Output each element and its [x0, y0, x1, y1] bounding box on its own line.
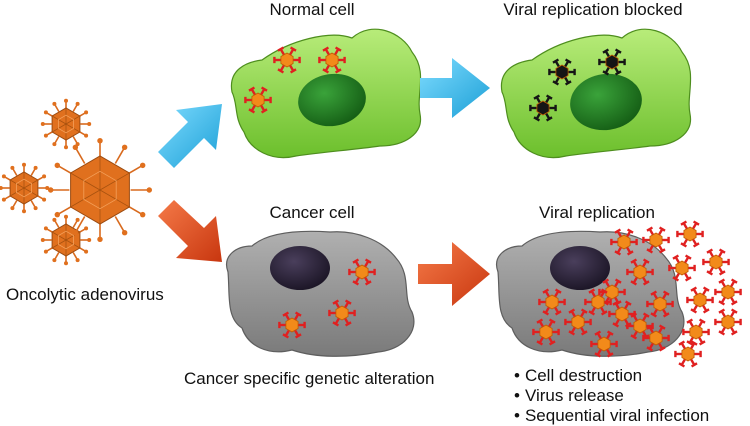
virus-particle	[702, 248, 730, 276]
virus-particle	[714, 308, 742, 336]
label-normal-cell: Normal cell	[269, 0, 355, 19]
virus-particle	[538, 288, 566, 316]
virus-particle	[682, 318, 710, 346]
virus-particle	[348, 258, 376, 286]
cancer-cell-shape	[226, 230, 415, 357]
arrow-to-cancer-cell	[158, 200, 222, 262]
blocked-cell-nucleus	[570, 73, 642, 131]
adenovirus-particle	[0, 162, 50, 214]
virus-particle	[584, 288, 612, 316]
outcome-item: Sequential viral infection	[514, 406, 709, 426]
label-viral-replication-blocked: Viral replication blocked	[503, 0, 683, 19]
label-cancer-genetic-alteration: Cancer specific genetic alteration	[184, 369, 435, 388]
virus-particle	[668, 254, 696, 282]
virus-particles	[244, 46, 742, 368]
label-cancer-cell: Cancer cell	[269, 203, 355, 222]
virus-particle	[244, 86, 272, 114]
virus-particle	[328, 299, 356, 327]
blocked-virus-particle	[548, 58, 576, 86]
outcome-item: Virus release	[514, 386, 709, 406]
label-oncolytic-adenovirus: Oncolytic adenovirus	[6, 285, 164, 304]
normal-cell-nucleus	[298, 73, 366, 127]
virus-particle	[646, 290, 674, 318]
outcome-item: Cell destruction	[514, 366, 709, 386]
replicating-cell-nucleus	[550, 246, 610, 290]
virus-particle	[642, 226, 670, 254]
virus-particle	[532, 318, 560, 346]
label-viral-replication: Viral replication	[539, 203, 655, 222]
outcome-list: Cell destruction Virus release Sequentia…	[514, 366, 709, 426]
adenovirus-cluster	[0, 98, 153, 266]
virus-particle	[626, 258, 654, 286]
virus-particle	[273, 46, 301, 74]
virus-particle	[626, 312, 654, 340]
virus-particle	[610, 228, 638, 256]
arrow-normal-to-blocked	[420, 58, 490, 118]
virus-particle	[318, 46, 346, 74]
adenovirus-particle-large	[47, 137, 153, 243]
virus-particle	[674, 340, 702, 368]
arrow-to-normal-cell	[158, 104, 222, 168]
virus-particle	[676, 220, 704, 248]
adenovirus-particle	[40, 214, 92, 266]
blocked-virus-particle	[598, 48, 626, 76]
virus-particle	[686, 286, 714, 314]
virus-particle	[564, 308, 592, 336]
cancer-cell-nucleus	[270, 246, 330, 290]
adenovirus-particle	[40, 98, 92, 150]
virus-particle	[278, 311, 306, 339]
virus-particle	[714, 278, 742, 306]
virus-particle	[590, 330, 618, 358]
blocked-virus-particle	[529, 94, 557, 122]
arrow-cancer-to-replication	[418, 242, 490, 306]
